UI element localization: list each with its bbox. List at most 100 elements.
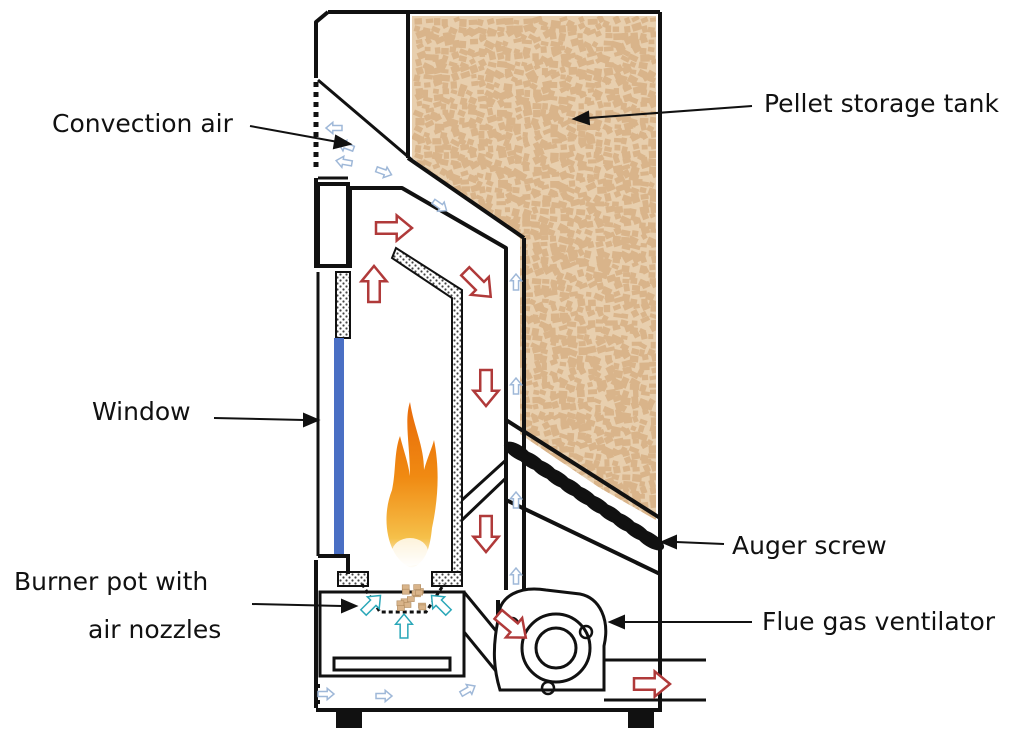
pellet (477, 143, 486, 152)
pellet (494, 187, 503, 194)
pellet (613, 137, 622, 143)
pellet (636, 368, 645, 378)
pellet (439, 334, 448, 343)
pellet (640, 101, 648, 107)
pellet (560, 402, 571, 411)
pellet (532, 103, 542, 110)
pellet (558, 305, 566, 313)
pellet (592, 165, 602, 175)
pellet (549, 334, 560, 344)
pellet (631, 415, 639, 423)
pellet (650, 228, 656, 233)
pellet (413, 124, 424, 134)
pellet (614, 174, 626, 185)
pellet (439, 369, 451, 378)
pellet (612, 98, 624, 108)
pellet (530, 445, 538, 452)
pellet (442, 415, 451, 422)
convection-air-arrow-icon (508, 490, 524, 509)
pellet (632, 303, 641, 310)
pellet (578, 340, 586, 347)
pellet (612, 258, 621, 264)
pellet (532, 170, 543, 177)
pellet (496, 192, 505, 199)
pellet (468, 58, 477, 65)
pellet (573, 186, 582, 195)
pellet (483, 348, 494, 358)
pellet (487, 220, 497, 228)
pellet (448, 26, 458, 36)
pellet (647, 222, 656, 230)
pellet (576, 57, 588, 68)
pellet (612, 320, 619, 327)
label-pellet-storage-tank: Pellet storage tank (764, 89, 999, 118)
pellet (612, 394, 623, 403)
pellet (630, 400, 640, 410)
pellet (533, 110, 541, 118)
pellet (648, 334, 654, 340)
pellet (432, 215, 444, 225)
pellet (495, 338, 506, 347)
pellet (648, 299, 656, 308)
pellet (565, 158, 576, 167)
pellet (442, 144, 452, 151)
leader-pellet-tank (587, 105, 753, 119)
pellet (475, 110, 486, 118)
pellet (415, 29, 427, 40)
pellet (440, 459, 451, 470)
pellet (426, 372, 438, 382)
pellet (613, 205, 624, 214)
pellet (541, 362, 547, 371)
convection-channel (317, 78, 413, 180)
pellet (596, 282, 605, 291)
pellet (531, 206, 539, 215)
pellet (630, 452, 641, 460)
pellet (559, 382, 566, 389)
pellet (542, 93, 553, 102)
pellet (421, 342, 432, 352)
pellet (559, 85, 570, 94)
pellet (623, 283, 631, 292)
pellet (416, 184, 426, 195)
pellet (422, 250, 432, 259)
pellet (449, 223, 458, 232)
pellet (558, 396, 567, 405)
pellet (505, 91, 514, 100)
pellet (648, 272, 656, 278)
pellet (613, 381, 623, 391)
pellet (621, 150, 632, 160)
pellet (551, 49, 563, 58)
pellet (631, 16, 640, 23)
pellet (431, 319, 439, 325)
pellet (466, 214, 476, 224)
pellet (522, 152, 530, 162)
pellet (640, 301, 651, 312)
pellet (416, 224, 425, 232)
pellet (441, 351, 451, 360)
pellet (593, 67, 603, 77)
pellet (488, 51, 497, 61)
pellet (614, 124, 622, 129)
pellet (639, 222, 646, 229)
pellet (592, 74, 603, 83)
pellet (434, 221, 443, 227)
pellet (477, 306, 485, 314)
pellet (587, 381, 594, 388)
pellet (468, 149, 477, 159)
pellet (538, 305, 549, 315)
pellet (431, 376, 441, 385)
pellet (514, 93, 524, 103)
pellet (493, 474, 501, 483)
pellet (450, 71, 460, 82)
pellet (606, 273, 617, 283)
pellet (649, 82, 656, 88)
pellet (479, 331, 488, 337)
pellet (412, 109, 424, 119)
pellet (566, 328, 574, 337)
pellet (622, 474, 631, 481)
pellet (649, 313, 656, 319)
pellet (632, 466, 640, 472)
pellet (487, 332, 494, 338)
pellet (496, 438, 504, 445)
pellet (414, 340, 423, 346)
